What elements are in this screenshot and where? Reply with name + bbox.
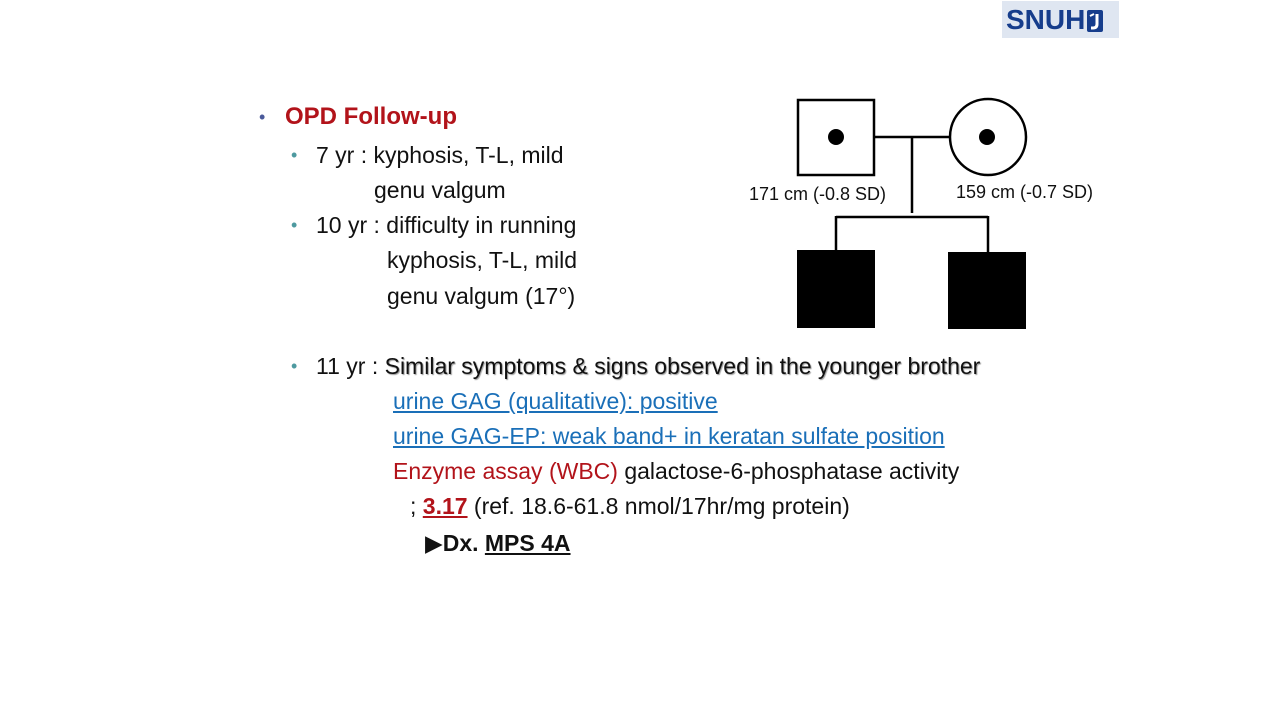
logo-mark-icon	[1087, 9, 1104, 32]
mother-height-label: 159 cm (-0.7 SD)	[956, 182, 1094, 202]
bullet-dot: •	[291, 356, 298, 376]
result-ref: (ref. 18.6-61.8 nmol/17hr/mg protein)	[467, 493, 850, 519]
dx-value: MPS 4A	[484, 530, 571, 556]
affected-son-1	[797, 250, 875, 328]
enzyme-assay-line: Enzyme assay (WBC) galactose-6-phosphata…	[393, 457, 959, 485]
item-7yr-line2: genu valgum	[374, 177, 506, 203]
item-7yr-line1: 7 yr : kyphosis, T-L, mild	[316, 142, 564, 168]
bullet-dot: •	[291, 215, 298, 235]
section-heading: OPD Follow-up	[285, 103, 457, 130]
play-arrow-icon: ▶	[425, 530, 443, 556]
father-height-label: 171 cm (-0.8 SD)	[749, 184, 887, 204]
father-carrier-dot	[828, 129, 844, 145]
urine-gag-link[interactable]: urine GAG (qualitative): positive	[393, 388, 718, 414]
result-prefix: ;	[410, 493, 423, 519]
urine-gag-ep-link[interactable]: urine GAG-EP: weak band+ in keratan sulf…	[393, 423, 945, 449]
pedigree-drawing	[796, 97, 1028, 329]
diagnosis-line: ▶Dx. MPS 4A	[425, 529, 571, 557]
affected-son-2	[948, 252, 1026, 329]
mother-carrier-dot	[979, 129, 995, 145]
pedigree-chart: 171 cm (-0.8 SD) 159 cm (-0.7 SD)	[740, 90, 1120, 340]
bullet-dot: •	[291, 145, 298, 165]
result-value: 3.17	[422, 493, 468, 519]
item-11yr-prefix: 11 yr :	[316, 353, 385, 379]
logo-text: SNUH	[1006, 4, 1086, 35]
item-11yr-text: Similar symptoms & signs observed in the…	[384, 353, 981, 379]
item-11yr-line: 11 yr : Similar symptoms & signs observe…	[316, 352, 980, 380]
enzyme-result-line: ; 3.17 (ref. 18.6-61.8 nmol/17hr/mg prot…	[410, 492, 850, 520]
dx-label: Dx.	[442, 530, 485, 556]
enzyme-label: Enzyme assay (WBC)	[393, 458, 618, 484]
snuh-logo: SNUH	[1002, 1, 1119, 38]
item-10yr-line1: 10 yr : difficulty in running	[316, 212, 577, 238]
bullet-dot: •	[259, 107, 266, 127]
enzyme-text: galactose-6-phosphatase activity	[617, 458, 960, 484]
item-10yr-line2: kyphosis, T-L, mild	[387, 247, 578, 273]
item-10yr-line3: genu valgum (17°)	[387, 283, 576, 309]
